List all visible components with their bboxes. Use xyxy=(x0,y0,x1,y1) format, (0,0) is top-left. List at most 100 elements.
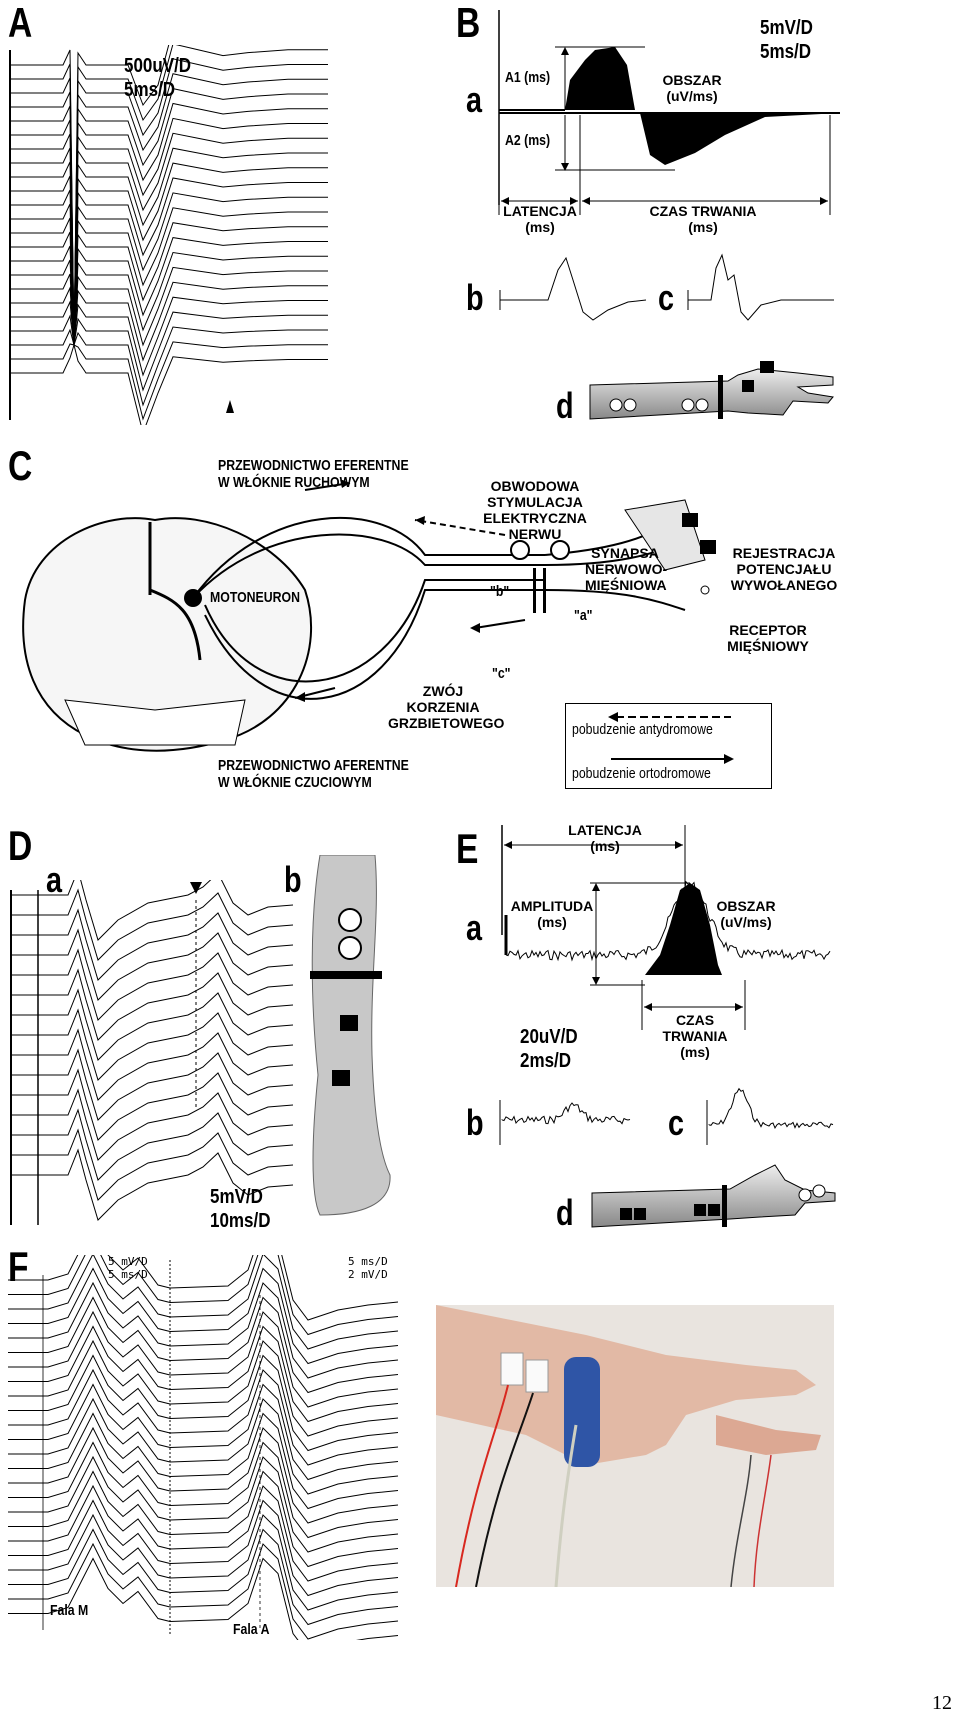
panel-a-trace xyxy=(10,237,328,346)
panel-a-trace xyxy=(10,296,328,377)
panel-c-afferent-line1: PRZEWODNICTWO AFERENTNE xyxy=(218,757,409,774)
panel-d-sub-a: a xyxy=(46,859,63,900)
panel-e-scale: 20uV/D 2ms/D xyxy=(520,1025,578,1073)
panel-f-trace-a xyxy=(169,1255,399,1321)
panel-c-synapse-line1: SYNAPSA xyxy=(591,545,659,561)
panel-f-trace-a xyxy=(169,1557,399,1640)
panel-f-trace-a xyxy=(169,1456,399,1553)
panel-b-area-title: OBSZAR xyxy=(662,72,722,88)
orthodromic-arrow xyxy=(611,754,734,764)
panel-e-duration-line3: (ms) xyxy=(680,1044,710,1061)
panel-d-trace xyxy=(11,1108,294,1181)
panel-f-trace-m xyxy=(8,1426,171,1492)
panel-a-trace xyxy=(10,266,328,347)
panel-e-area-unit: (uV/ms) xyxy=(720,914,772,931)
panel-e-b-trace xyxy=(499,1100,631,1145)
panel-f-trace-m xyxy=(8,1339,171,1405)
ground-strap xyxy=(564,1357,600,1467)
panel-c-synapse-line2: NERWOWO- xyxy=(585,561,668,578)
panel-f-scale-right: 5 ms/D 2 mV/D xyxy=(348,1255,388,1281)
panel-e-duration-line1: CZAS xyxy=(675,1012,715,1028)
panel-e-c-trace xyxy=(706,1087,834,1145)
panel-c-stim-line1: OBWODOWA xyxy=(490,478,580,494)
panel-c-legend: pobudzenie antydromowe pobudzenie ortodr… xyxy=(565,703,772,789)
panel-f-trace-a xyxy=(169,1514,399,1611)
panel-f-trace-a xyxy=(169,1325,399,1423)
panel-d-trace xyxy=(11,968,294,1041)
panel-c-stimulation-label: OBWODOWA STYMULACJA ELEKTRYCZNA NERWU xyxy=(480,478,590,542)
panel-a-trace xyxy=(10,251,328,346)
panel-b-letter: B xyxy=(456,0,481,46)
panel-a-trace xyxy=(10,222,328,346)
panel-f-trace-a xyxy=(169,1255,399,1350)
panel-f-traces xyxy=(8,1255,399,1640)
panel-e-sub-b: b xyxy=(466,1102,484,1143)
panel-b-a2-label: A2 (ms) xyxy=(505,132,551,149)
panel-e-letter: E xyxy=(456,825,479,872)
legend-orthodromic: pobudzenie ortodromowe xyxy=(572,765,711,782)
panel-d-trace xyxy=(11,1148,294,1221)
panel-b-sub-c: c xyxy=(658,277,675,318)
panel-e-latency-unit: (ms) xyxy=(590,838,620,855)
panel-a-trace xyxy=(10,117,328,346)
panel-f-trace-a xyxy=(169,1296,399,1394)
panel-f-trace-m xyxy=(8,1397,171,1463)
panel-a-trace xyxy=(10,311,328,392)
panel-e-a-waveform xyxy=(501,825,831,1030)
panel-f-trace-a xyxy=(169,1441,399,1539)
panel-d-trace xyxy=(11,988,294,1061)
panel-f-trace-m xyxy=(8,1412,171,1477)
panel-c-receptor-line2: MIĘŚNIOWY xyxy=(727,638,809,655)
forearm-electrodes-photo xyxy=(436,1305,834,1587)
panel-b-duration-unit: (ms) xyxy=(688,219,718,236)
panel-a-scale-amplitude: 500uV/D xyxy=(124,55,192,77)
panel-b-c-trace xyxy=(687,253,834,321)
panel-a-trace xyxy=(10,132,328,346)
panel-d-scale: 5mV/D 10ms/D xyxy=(210,1185,270,1233)
panel-f-trace-m xyxy=(8,1281,171,1347)
legend-antidromic: pobudzenie antydromowe xyxy=(572,721,713,738)
panel-a-trace xyxy=(10,326,328,407)
panel-b-area-label: OBSZAR (uV/ms) xyxy=(652,72,732,104)
panel-b-sub-a: a xyxy=(466,79,483,120)
panel-c-stim-line4: NERWU xyxy=(508,526,562,543)
panel-d-trace xyxy=(11,948,294,1021)
panel-b-sub-d: d xyxy=(556,385,574,426)
panel-b-latency-unit: (ms) xyxy=(525,219,555,236)
antidromic-arrow xyxy=(608,712,731,722)
panel-e-scale-time: 2ms/D xyxy=(520,1050,572,1072)
panel-c-synapse-line3: MIĘŚNIOWA xyxy=(585,577,667,594)
panel-f-trace-m xyxy=(8,1325,171,1390)
panel-a-scale-time: 5ms/D xyxy=(124,79,176,101)
panel-b-duration-title: CZAS TRWANIA xyxy=(649,203,757,219)
panel-c-ganglion-line1: ZWÓJ xyxy=(422,683,464,699)
panel-b-scale-time: 5ms/D xyxy=(760,41,812,63)
panel-c-recording-line2: POTENCJAŁU xyxy=(736,561,832,578)
panel-f-wave-m: Fala M xyxy=(50,1602,89,1619)
panel-e-amplitude-label: AMPLITUDA (ms) xyxy=(506,898,598,930)
panel-c-stim-line2: STYMULACJA xyxy=(487,494,583,511)
panel-f-trace-m xyxy=(8,1470,171,1535)
panel-f-trace-m xyxy=(8,1267,171,1332)
panel-b-sub-b: b xyxy=(466,277,484,318)
panel-e-area-title: OBSZAR xyxy=(716,898,776,914)
panel-c-ganglion-label: ZWÓJ KORZENIA GRZBIETOWEGO xyxy=(388,683,504,731)
panel-b-latency-label: LATENCJA (ms) xyxy=(498,203,582,235)
panel-f-trace-a xyxy=(169,1369,399,1466)
panel-d-trace xyxy=(11,1008,294,1081)
panel-f-scale-left-time: 5 ms/D xyxy=(108,1268,148,1282)
panel-f-trace-a xyxy=(169,1470,399,1568)
panel-c-recording-label: REJESTRACJA POTENCJAŁU WYWOŁANEGO xyxy=(728,545,840,593)
panel-d-trace xyxy=(11,1048,294,1121)
panel-b-a1-label: A1 (ms) xyxy=(505,69,551,86)
panel-d-traces xyxy=(10,880,294,1225)
panel-a-traces xyxy=(9,45,328,425)
panel-e-d-forearm xyxy=(591,1164,836,1228)
panel-c-efferent-line1: PRZEWODNICTWO EFERENTNE xyxy=(218,457,409,474)
panel-d-letter: D xyxy=(8,822,33,869)
panel-f-trace-a xyxy=(169,1311,399,1408)
panel-c-motoneuron-label: MOTONEURON xyxy=(210,589,300,606)
panel-d-trace xyxy=(11,880,294,941)
panel-c-afferent-label: PRZEWODNICTWO AFERENTNE W WŁÓKNIE CZUCIO… xyxy=(218,757,409,791)
